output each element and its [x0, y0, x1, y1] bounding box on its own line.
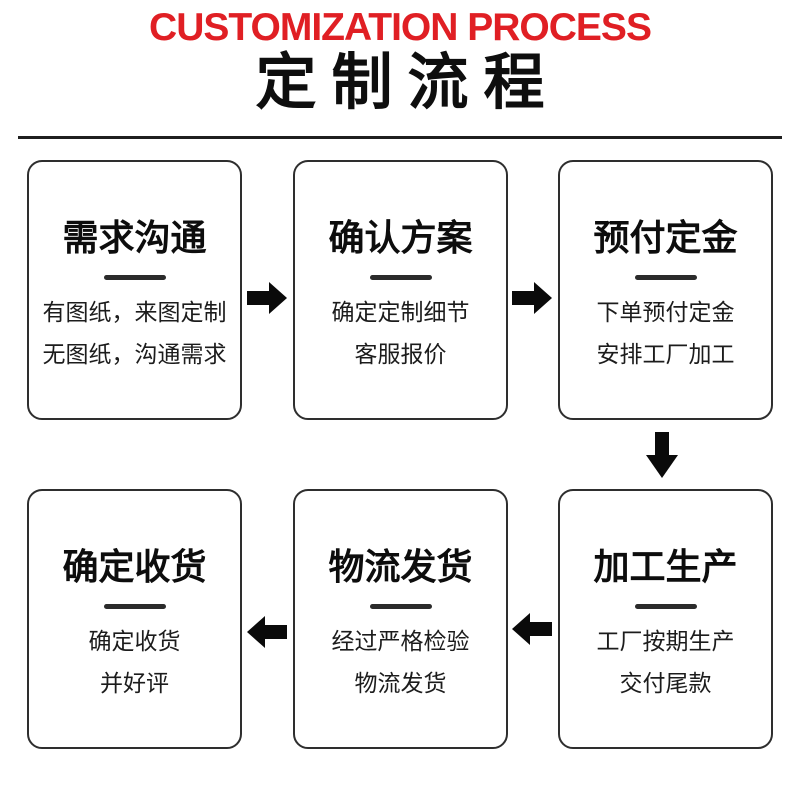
step-title-underline: [634, 275, 697, 280]
step-box-confirm-plan: 确认方案 确定定制细节 客服报价: [293, 160, 508, 420]
step-title-underline: [369, 604, 432, 609]
step-description-line: 并好评: [100, 671, 169, 697]
step-box-receipt: 确定收货 确定收货 并好评: [27, 489, 242, 749]
step-title: 确认方案: [328, 217, 473, 258]
step-description: 工厂按期生产 交付尾款: [597, 625, 735, 701]
arrow-left-icon: [247, 616, 287, 648]
step-description: 经过严格检验 物流发货: [332, 625, 470, 701]
step-description-line: 物流发货: [354, 671, 447, 697]
arrow-right-icon: [512, 282, 552, 314]
step-box-production: 加工生产 工厂按期生产 交付尾款: [558, 489, 773, 749]
page-title-english: CUSTOMIZATION PROCESS: [149, 6, 652, 49]
step-title: 确定收货: [62, 546, 207, 587]
page-title-chinese: 定制流程: [255, 47, 560, 118]
arrow-left-icon: [512, 613, 552, 645]
step-description-line: 有图纸，来图定制: [42, 300, 227, 326]
step-description: 确定定制细节 客服报价: [332, 296, 470, 372]
step-description: 下单预付定金 安排工厂加工: [597, 296, 735, 372]
step-description-line: 无图纸，沟通需求: [42, 342, 227, 368]
step-box-shipping: 物流发货 经过严格检验 物流发货: [293, 489, 508, 749]
step-title: 预付定金: [593, 217, 738, 258]
step-title: 需求沟通: [62, 217, 207, 258]
step-description-line: 确定收货: [88, 629, 181, 655]
step-description: 有图纸，来图定制 无图纸，沟通需求: [43, 296, 227, 372]
step-title-underline: [103, 604, 166, 609]
step-description: 确定收货 并好评: [89, 625, 181, 701]
step-description-line: 客服报价: [354, 342, 447, 368]
step-description-line: 交付尾款: [619, 671, 712, 697]
step-box-requirements: 需求沟通 有图纸，来图定制 无图纸，沟通需求: [27, 160, 242, 420]
header-divider: [18, 136, 782, 139]
step-title: 物流发货: [328, 546, 473, 587]
arrow-right-icon: [247, 282, 287, 314]
step-title: 加工生产: [593, 546, 738, 587]
step-description-line: 工厂按期生产: [596, 629, 735, 655]
step-description-line: 经过严格检验: [331, 629, 470, 655]
arrow-down-icon: [646, 432, 678, 478]
step-title-underline: [369, 275, 432, 280]
step-description-line: 确定定制细节: [331, 300, 470, 326]
step-description-line: 下单预付定金: [596, 300, 735, 326]
step-title-underline: [634, 604, 697, 609]
step-description-line: 安排工厂加工: [596, 342, 735, 368]
step-title-underline: [103, 275, 166, 280]
step-box-deposit: 预付定金 下单预付定金 安排工厂加工: [558, 160, 773, 420]
